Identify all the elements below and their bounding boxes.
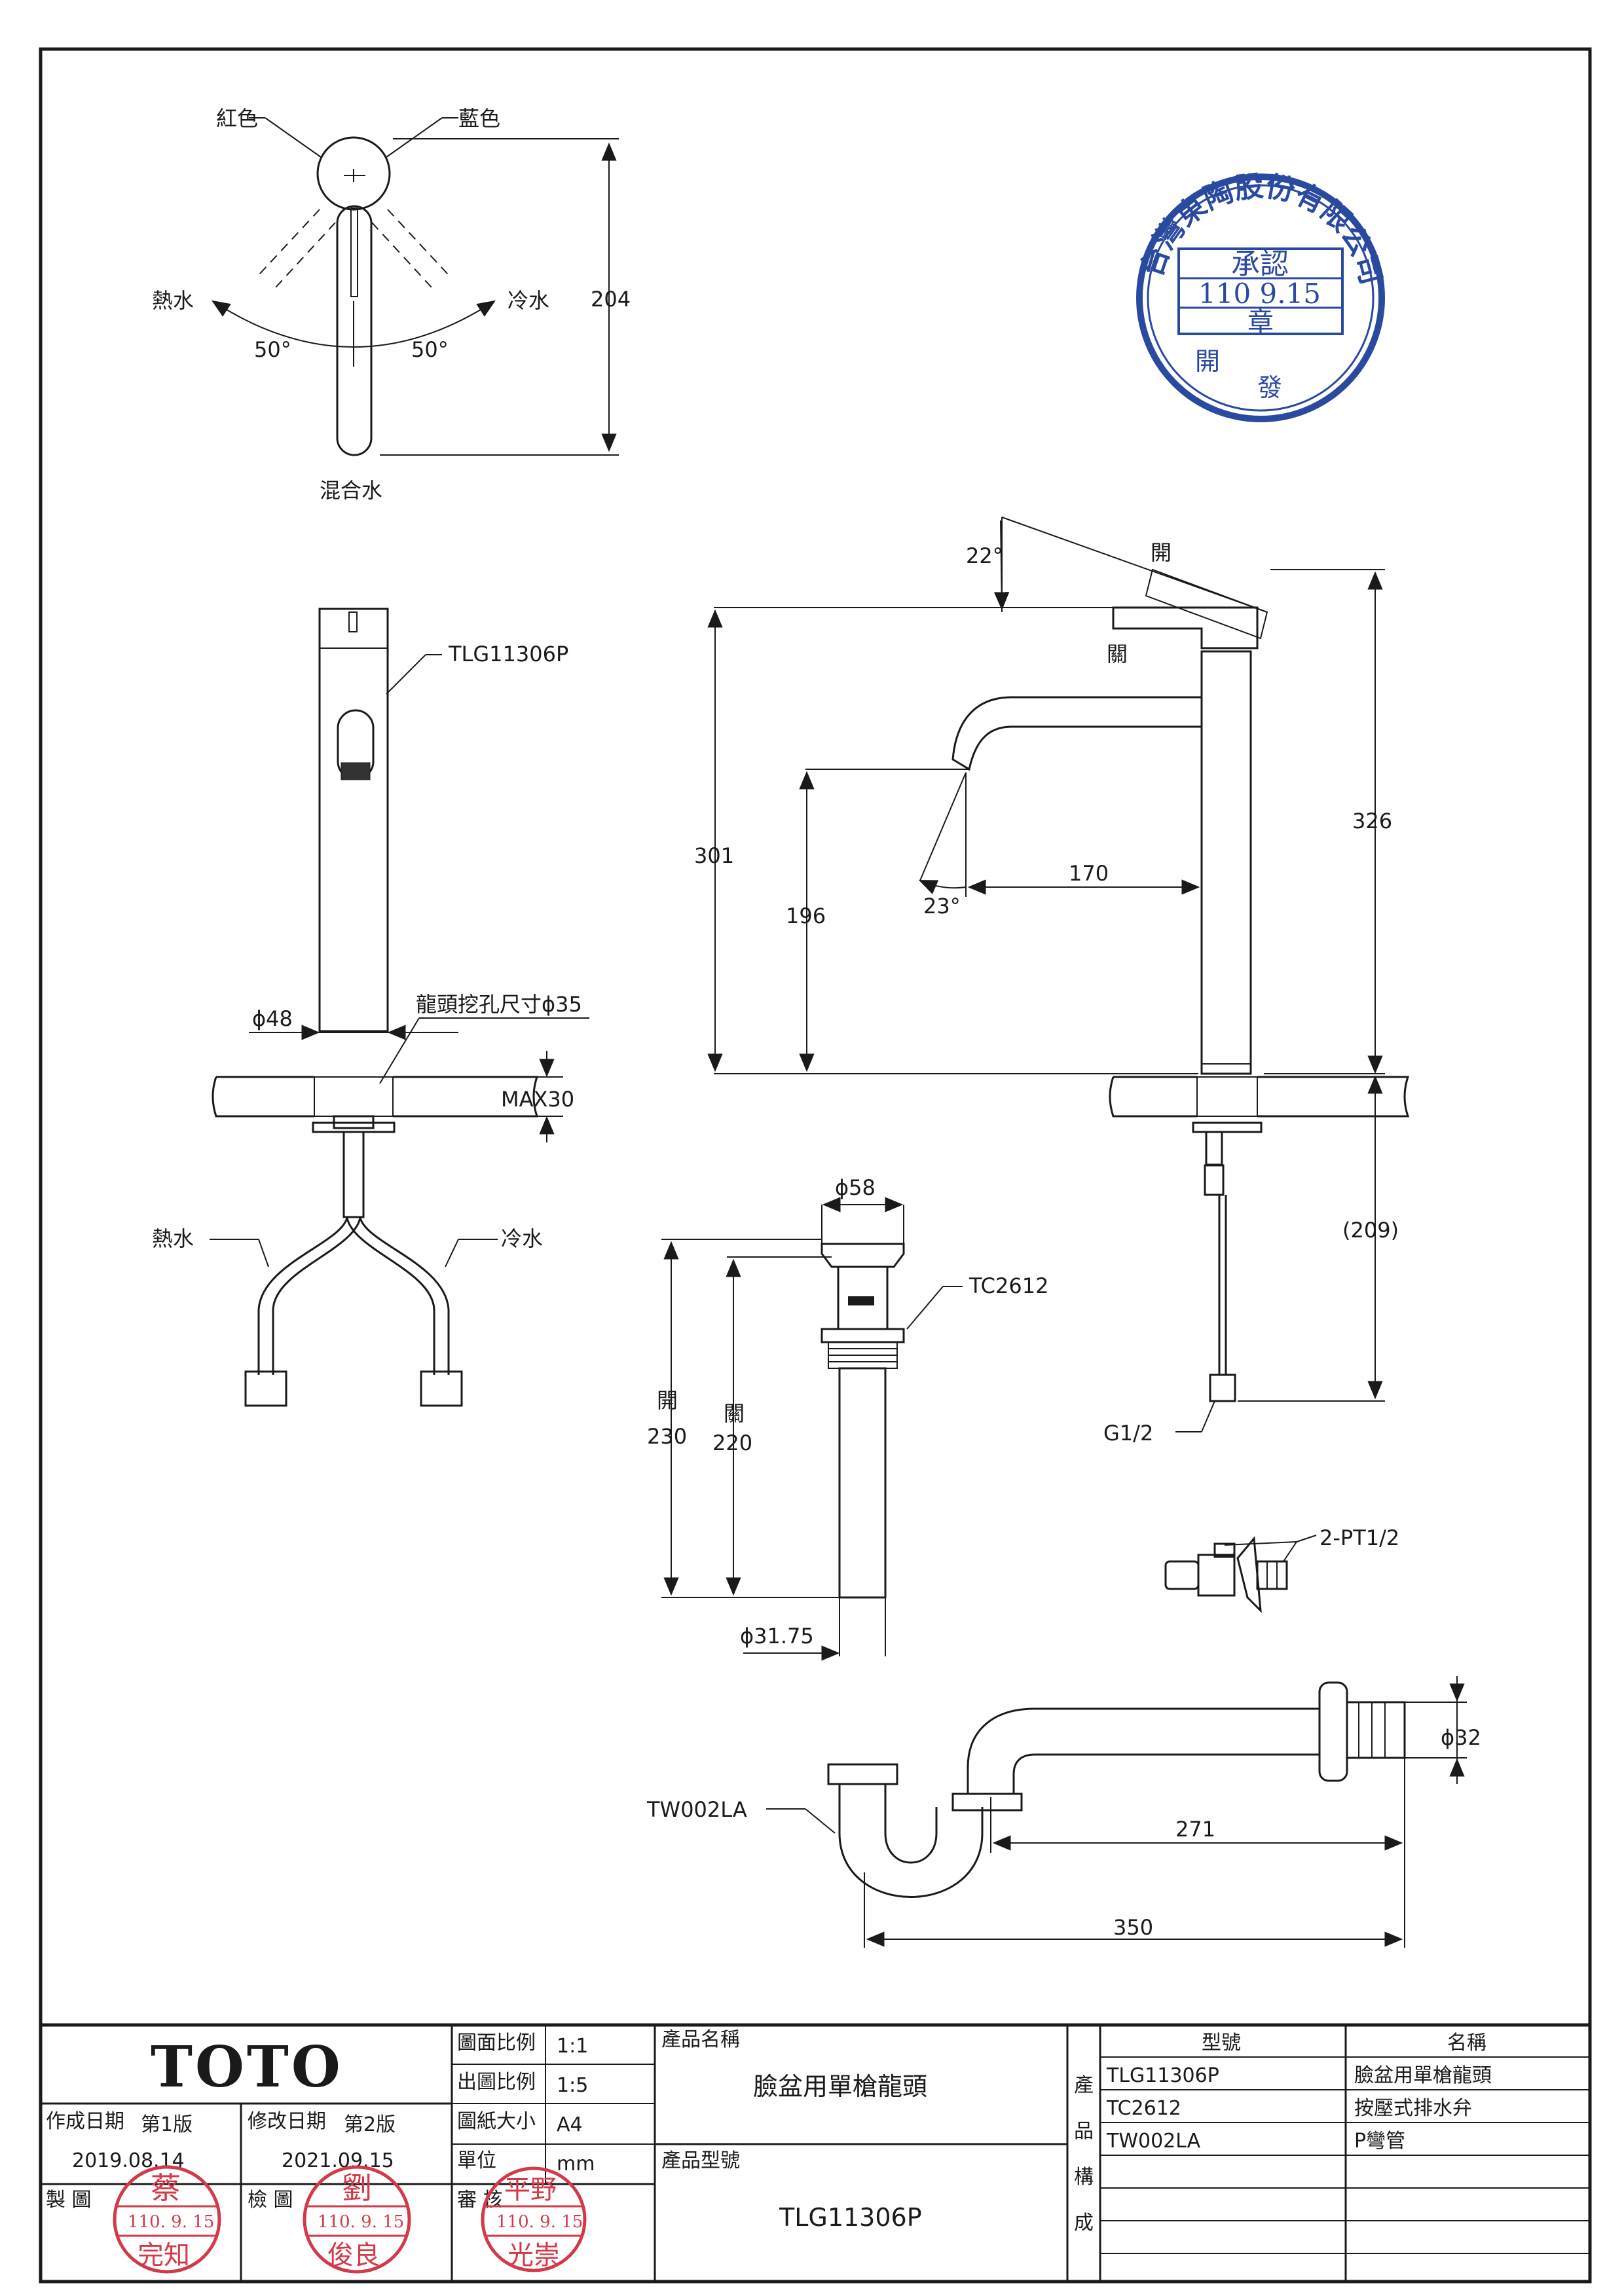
approval-stamp-seal: 章	[1247, 307, 1274, 337]
angle-22: 22°	[966, 543, 1003, 568]
stamp-approved: 平野 110. 9. 15 光崇	[481, 2166, 587, 2272]
table-row-3-name: P彎管	[1354, 2130, 1405, 2153]
stamp-checked-date: 110. 9. 15	[318, 2212, 404, 2232]
output-scale-label: 出圖比例	[457, 2071, 536, 2094]
paper-size: A4	[557, 2113, 583, 2136]
output-scale: 1:5	[557, 2074, 588, 2097]
label-open-side: 開	[1151, 540, 1172, 565]
front-view	[210, 608, 589, 1407]
revised-date: 2021.09.15	[282, 2149, 394, 2172]
dim-phi58: ϕ58	[835, 1175, 876, 1200]
stamp-drawn: 蔡 110. 9. 15 完知	[113, 2165, 221, 2274]
dim-phi31: ϕ31.75	[740, 1624, 814, 1649]
created-date-label: 作成日期	[46, 2110, 124, 2133]
table-row-1-name: 臉盆用單槍龍頭	[1354, 2064, 1492, 2087]
top-view	[212, 117, 619, 456]
approval-stamp-br: 發	[1257, 373, 1282, 402]
stamp-approved-top: 平野	[504, 2175, 557, 2205]
table-header-name: 名稱	[1447, 2032, 1486, 2054]
stamp-drawn-top: 蔡	[151, 2170, 181, 2206]
composition-label: 產 品 構 成	[1074, 2074, 1100, 2234]
stamp-checked: 劉 110. 9. 15 俊良	[303, 2165, 411, 2274]
table-row-1-model: TLG11306P	[1106, 2064, 1219, 2087]
angle-right: 50°	[411, 337, 449, 362]
product-model: TLG11306P	[779, 2203, 922, 2232]
table-row-3-model: TW002LA	[1106, 2130, 1201, 2153]
paper-size-label: 圖紙大小	[457, 2110, 536, 2133]
stamp-checked-bottom: 俊良	[327, 2240, 380, 2270]
dim-196: 196	[786, 903, 826, 928]
stamp-approved-bottom: 光崇	[507, 2240, 560, 2270]
product-model-label: 產品型號	[661, 2149, 740, 2172]
angle-valve	[1164, 1535, 1317, 1613]
drawn-label: 製 圖	[46, 2189, 92, 2212]
angle-left: 50°	[254, 337, 291, 362]
dim-350: 350	[1113, 1915, 1153, 1940]
label-hole-size: 龍頭挖孔尺寸ϕ35	[416, 992, 582, 1017]
angle-23: 23°	[923, 894, 961, 919]
stamp-approved-date: 110. 9. 15	[496, 2212, 583, 2232]
approval-stamp-date: 110 9.15	[1198, 278, 1321, 310]
label-cold-front: 冷水	[501, 1226, 543, 1251]
unit-label: 單位	[457, 2149, 496, 2172]
dim-max30: MAX30	[501, 1087, 574, 1112]
callout-valve: 2-PT1/2	[1320, 1525, 1399, 1550]
table-row-2-model: TC2612	[1106, 2097, 1181, 2120]
dim-phi48: ϕ48	[252, 1006, 293, 1031]
drain-view	[661, 1197, 963, 1661]
stamp-drawn-date: 110. 9. 15	[128, 2212, 214, 2232]
dim-209: (209)	[1342, 1218, 1399, 1243]
approval-stamp-bl: 開	[1195, 347, 1220, 376]
product-name: 臉盆用單槍龍頭	[753, 2072, 927, 2101]
dim-271: 271	[1175, 1817, 1215, 1842]
dim-230: 230	[647, 1424, 687, 1449]
callout-trap: TW002LA	[646, 1797, 747, 1822]
created-version: 第1版	[141, 2113, 193, 2136]
title-block	[41, 2025, 1590, 2282]
callout-drain: TC2612	[969, 1273, 1048, 1298]
sheet-border	[39, 47, 1592, 2284]
approval-stamp-center: 承認	[1231, 247, 1289, 281]
drawing-scale-label: 圖面比例	[457, 2032, 536, 2054]
label-close-side: 關	[1107, 642, 1128, 666]
dim-170: 170	[1069, 861, 1109, 886]
label-mix: 混合水	[320, 478, 382, 503]
table-header-model: 型號	[1202, 2032, 1241, 2054]
product-name-label: 產品名稱	[661, 2028, 740, 2051]
label-red: 紅色	[216, 106, 258, 131]
dim-phi32: ϕ32	[1441, 1725, 1481, 1750]
callout-faucet-model: TLG11306P	[448, 642, 568, 666]
revised-version: 第2版	[344, 2113, 396, 2136]
stamp-checked-top: 劉	[342, 2170, 372, 2206]
stamp-drawn-bottom: 完知	[138, 2240, 190, 2270]
table-row-2-name: 按壓式排水弁	[1354, 2097, 1472, 2120]
dim-326: 326	[1352, 809, 1392, 833]
p-trap	[766, 1676, 1467, 1948]
dim-220: 220	[712, 1430, 752, 1455]
dim-301: 301	[694, 843, 734, 868]
label-hot-front: 熱水	[152, 1226, 194, 1251]
approved-label: 審 核	[457, 2189, 503, 2212]
drawing-scale: 1:1	[557, 2035, 588, 2058]
toto-logo: TOTO	[151, 2034, 343, 2100]
label-cold-top: 冷水	[507, 288, 549, 313]
label-blue: 藍色	[458, 106, 500, 131]
label-open-drain: 開	[657, 1388, 678, 1413]
revised-date-label: 修改日期	[248, 2110, 326, 2133]
created-date: 2019.08.14	[72, 2149, 185, 2172]
unit: mm	[557, 2153, 595, 2176]
label-g12: G1/2	[1103, 1421, 1153, 1446]
side-view	[707, 517, 1410, 1432]
label-close-drain: 關	[724, 1401, 745, 1426]
label-hot-top: 熱水	[152, 288, 194, 313]
checked-label: 檢 圖	[248, 2189, 293, 2212]
approval-stamp: 台灣東陶股份有限公司 承認 110 9.15 章 開 發	[1135, 170, 1388, 422]
dim-204: 204	[591, 287, 631, 312]
